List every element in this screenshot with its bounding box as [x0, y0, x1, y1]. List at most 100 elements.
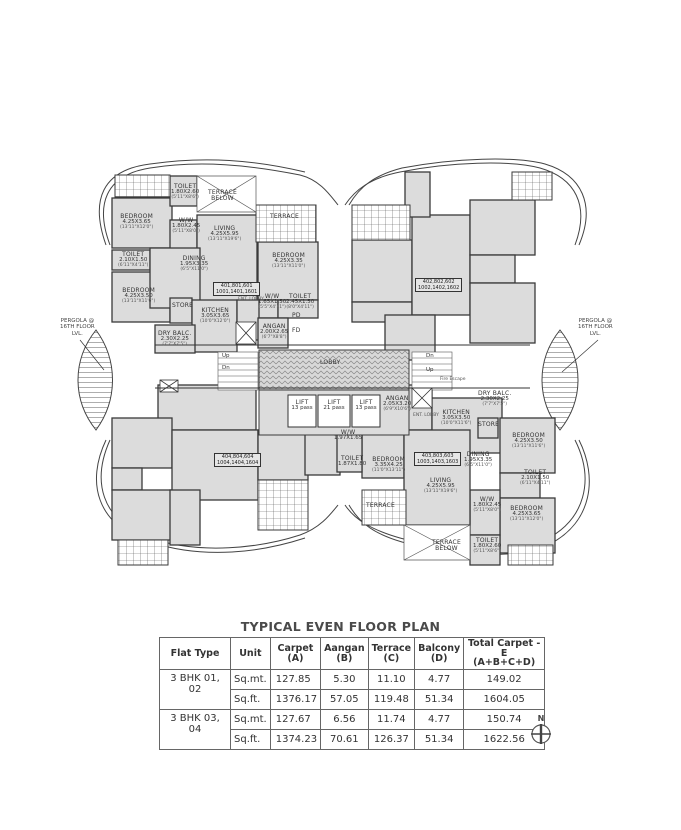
room-label-pd: PD: [292, 312, 301, 319]
unit-cell: Sq.mt.: [230, 709, 271, 730]
room-label-store: STORE: [478, 421, 500, 428]
north-arrow-icon: N: [530, 714, 552, 749]
pergola-right-line3: LVL.: [589, 330, 601, 337]
total-cell: 1604.05: [463, 689, 546, 710]
room-label-entrance-lobby: ENT. LOBBY: [238, 297, 264, 302]
table-row: 3 BHK 01, 02 Sq.mt. 127.85 5.30 11.10 4.…: [159, 669, 546, 710]
stair-down-label-left: Dn: [222, 365, 230, 371]
col-carpet: Carpet(A): [269, 637, 322, 670]
pergola-left-label: PERGOLA @ 16TH FLOOR LVL.: [60, 318, 95, 337]
stair-up-label-right: Up: [426, 367, 434, 373]
col-aangan: Aangan(B): [320, 637, 369, 670]
north-label: N: [537, 714, 545, 723]
carpet-cell: 127.67: [269, 709, 322, 730]
compass-icon: [531, 724, 551, 744]
total-cell: 149.02: [463, 669, 546, 690]
flat-type-cell: 3 BHK 03, 04: [159, 709, 231, 750]
area-statement-table: Flat Type Unit Carpet(A) Aangan(B) Terra…: [159, 637, 546, 750]
pergola-right-line1: PERGOLA @: [578, 318, 613, 324]
room-label-terrace: TERRACE: [366, 502, 395, 509]
stair-up-label-left: Up: [222, 353, 230, 359]
col-unit: Unit: [230, 637, 271, 670]
room-label-dry-balcony: DRY BALC.2.30X2.25(7'7"X7'5"): [478, 390, 512, 408]
floor-plan-drawing: [77, 158, 599, 566]
floor-plan: PERGOLA @ 16TH FLOOR LVL. PERGOLA @ 16TH…: [60, 158, 613, 566]
lobby-label: LOBBY: [320, 359, 341, 366]
aangan-cell: 70.61: [320, 729, 369, 750]
terrace-cell: 11.74: [367, 709, 416, 730]
col-balcony: Balcony(D): [414, 637, 465, 670]
room-label-terrace: TERRACE: [270, 213, 299, 220]
flat-type-cell: 3 BHK 01, 02: [159, 669, 231, 710]
balcony-cell: 51.34: [414, 729, 465, 750]
unit-cell: Sq.mt.: [230, 669, 271, 690]
room-label-dry-balcony: DRY BALC.2.30X2.25(7'7"X7'5"): [158, 330, 192, 348]
plan-title: TYPICAL EVEN FLOOR PLAN: [240, 619, 441, 634]
aangan-cell: 5.30: [320, 669, 369, 690]
pergola-right: [541, 329, 579, 431]
room-label-fd: FD: [292, 327, 301, 334]
col-terrace: Terrace(C): [367, 637, 416, 670]
unit-cell: Sq.ft.: [230, 689, 271, 710]
pergola-left: [77, 329, 113, 431]
balcony-cell: 51.34: [414, 689, 465, 710]
terrace-cell: 119.48: [367, 689, 416, 710]
balcony-cell: 4.77: [414, 709, 465, 730]
terrace-cell: 126.37: [367, 729, 416, 750]
pergola-left-line2: 16TH FLOOR: [60, 324, 95, 331]
carpet-cell: 1376.17: [269, 689, 322, 710]
pergola-left-line1: PERGOLA @: [60, 318, 95, 324]
aangan-cell: 6.56: [320, 709, 369, 730]
stair-down-label-right: Dn: [426, 353, 434, 359]
carpet-cell: 1374.23: [269, 729, 322, 750]
table-header-row: Flat Type Unit Carpet(A) Aangan(B) Terra…: [159, 637, 546, 670]
balcony-cell: 4.77: [414, 669, 465, 690]
col-flat-type: Flat Type: [159, 637, 231, 670]
terrace-cell: 11.10: [367, 669, 416, 690]
table-row: 3 BHK 03, 04 Sq.mt. 127.67 6.56 11.74 4.…: [159, 709, 546, 750]
col-total-carpet: Total Carpet - E(A+B+C+D): [463, 637, 546, 670]
fire-escape-label: Fire Escape: [440, 377, 466, 382]
unit-cell: Sq.ft.: [230, 729, 271, 750]
room-label-store: STORE: [172, 302, 194, 309]
aangan-cell: 57.05: [320, 689, 369, 710]
pergola-right-line2: 16TH FLOOR: [578, 324, 613, 331]
room-label-entrance-lobby: ENT. LOBBY: [413, 413, 439, 418]
pergola-left-line3: LVL.: [71, 330, 83, 337]
pergola-right-label: PERGOLA @ 16TH FLOOR LVL.: [578, 318, 613, 337]
carpet-cell: 127.85: [269, 669, 322, 690]
